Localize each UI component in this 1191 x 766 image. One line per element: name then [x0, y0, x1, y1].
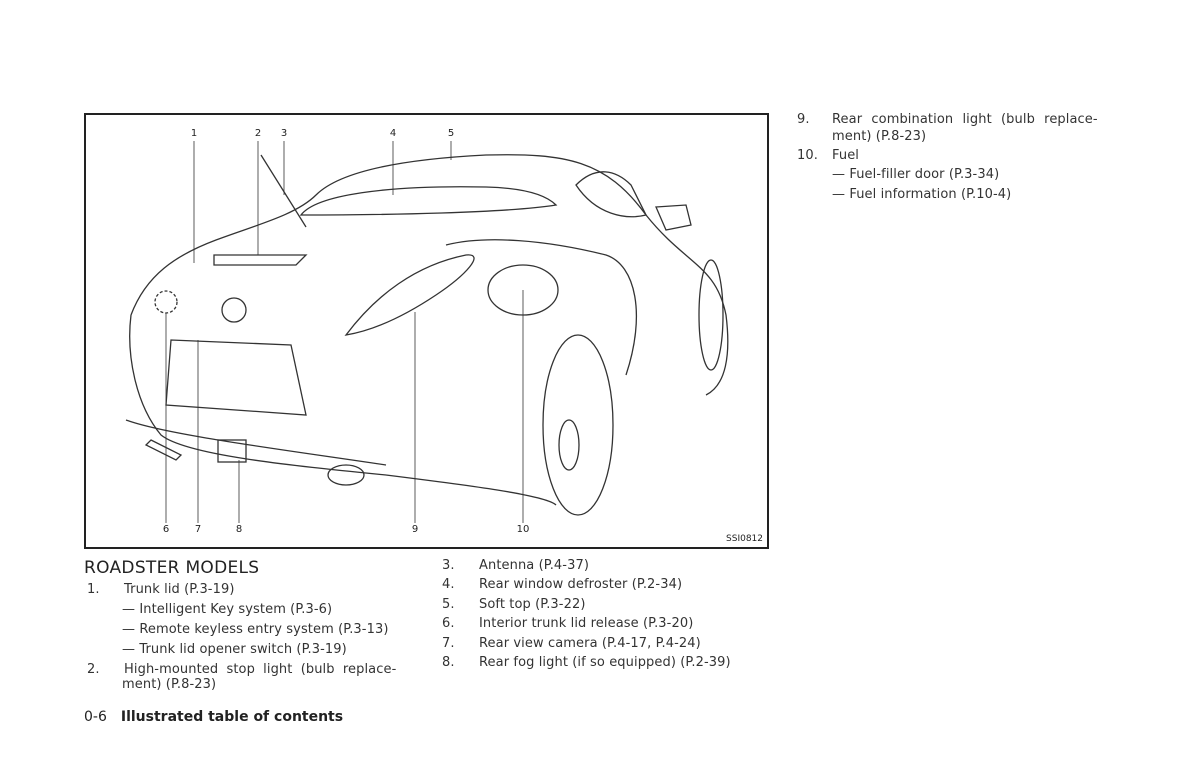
callout-10: 10: [516, 524, 530, 535]
sub-item: — Fuel information (P.10-4): [832, 187, 1012, 202]
list-item-9: 9. Rear combination light (bulb replace-: [797, 110, 1098, 130]
callout-4: 4: [389, 128, 397, 139]
car-drawing: [125, 141, 729, 523]
item-number: 1.: [87, 582, 100, 597]
callout-5: 5: [447, 128, 455, 139]
item-number: 9.: [797, 112, 810, 127]
chapter-title: Illustrated table of contents: [120, 709, 344, 725]
list-item-8: 8. Rear fog light (if so equipped) (P.2-3…: [442, 653, 731, 673]
list-item-2: 2. High-mounted stop light (bulb replace-: [87, 660, 396, 680]
item-number: 10.: [797, 148, 818, 163]
item-text: Antenna (P.4-37): [479, 558, 589, 573]
sub-item: — Trunk lid opener switch (P.3-19): [122, 642, 347, 657]
item-number: 3.: [442, 558, 455, 573]
item-text: Rear combination light (bulb replace-: [832, 112, 1098, 127]
list-item-5: 5. Soft top (P.3-22): [442, 595, 586, 615]
list-item-10: 10. Fuel: [797, 146, 859, 166]
callout-8: 8: [235, 524, 243, 535]
item-text: Trunk lid (P.3-19): [124, 582, 235, 597]
item-text: Rear window defroster (P.2-34): [479, 577, 683, 592]
item-number: 2.: [87, 662, 100, 677]
figure-code: SSI0812: [726, 534, 763, 544]
item-text: Fuel: [832, 148, 860, 163]
list-item-6: 6. Interior trunk lid release (P.3-20): [442, 614, 693, 634]
list-item-1: 1. Trunk lid (P.3-19): [87, 580, 235, 600]
callout-9: 9: [411, 524, 419, 535]
sub-item: — Remote keyless entry system (P.3-13): [122, 622, 389, 637]
item-text: Rear view camera (P.4-17, P.4-24): [479, 636, 701, 651]
callout-7: 7: [194, 524, 202, 535]
item-number: 4.: [442, 577, 455, 592]
callout-2: 2: [254, 128, 262, 139]
item-text-continued: ment) (P.8-23): [122, 677, 217, 692]
item-text-continued: ment) (P.8-23): [832, 129, 927, 144]
list-item-3: 3. Antenna (P.4-37): [442, 556, 589, 576]
callout-6: 6: [162, 524, 170, 535]
section-title: ROADSTER MODELS: [84, 558, 260, 578]
sub-item: — Fuel-filler door (P.3-34): [832, 167, 1000, 182]
item-number: 6.: [442, 616, 455, 631]
page-footer: 0-6 Illustrated table of contents: [84, 709, 343, 725]
item-number: 8.: [442, 655, 455, 670]
page-number: 0-6: [84, 709, 107, 725]
item-text: Soft top (P.3-22): [479, 597, 586, 612]
sub-item: — Intelligent Key system (P.3-6): [122, 602, 333, 617]
item-text: High-mounted stop light (bulb replace-: [124, 662, 397, 677]
callout-1: 1: [190, 128, 198, 139]
callout-3: 3: [280, 128, 288, 139]
car-rear-illustration: 1 2 3 4 5 6 7 8 9 10 SSI0812: [84, 113, 769, 549]
item-text: Interior trunk lid release (P.3-20): [479, 616, 694, 631]
item-number: 5.: [442, 597, 455, 612]
list-item-7: 7. Rear view camera (P.4-17, P.4-24): [442, 634, 701, 654]
item-text: Rear fog light (if so equipped) (P.2-39): [479, 655, 731, 670]
item-number: 7.: [442, 636, 455, 651]
list-item-4: 4. Rear window defroster (P.2-34): [442, 575, 682, 595]
